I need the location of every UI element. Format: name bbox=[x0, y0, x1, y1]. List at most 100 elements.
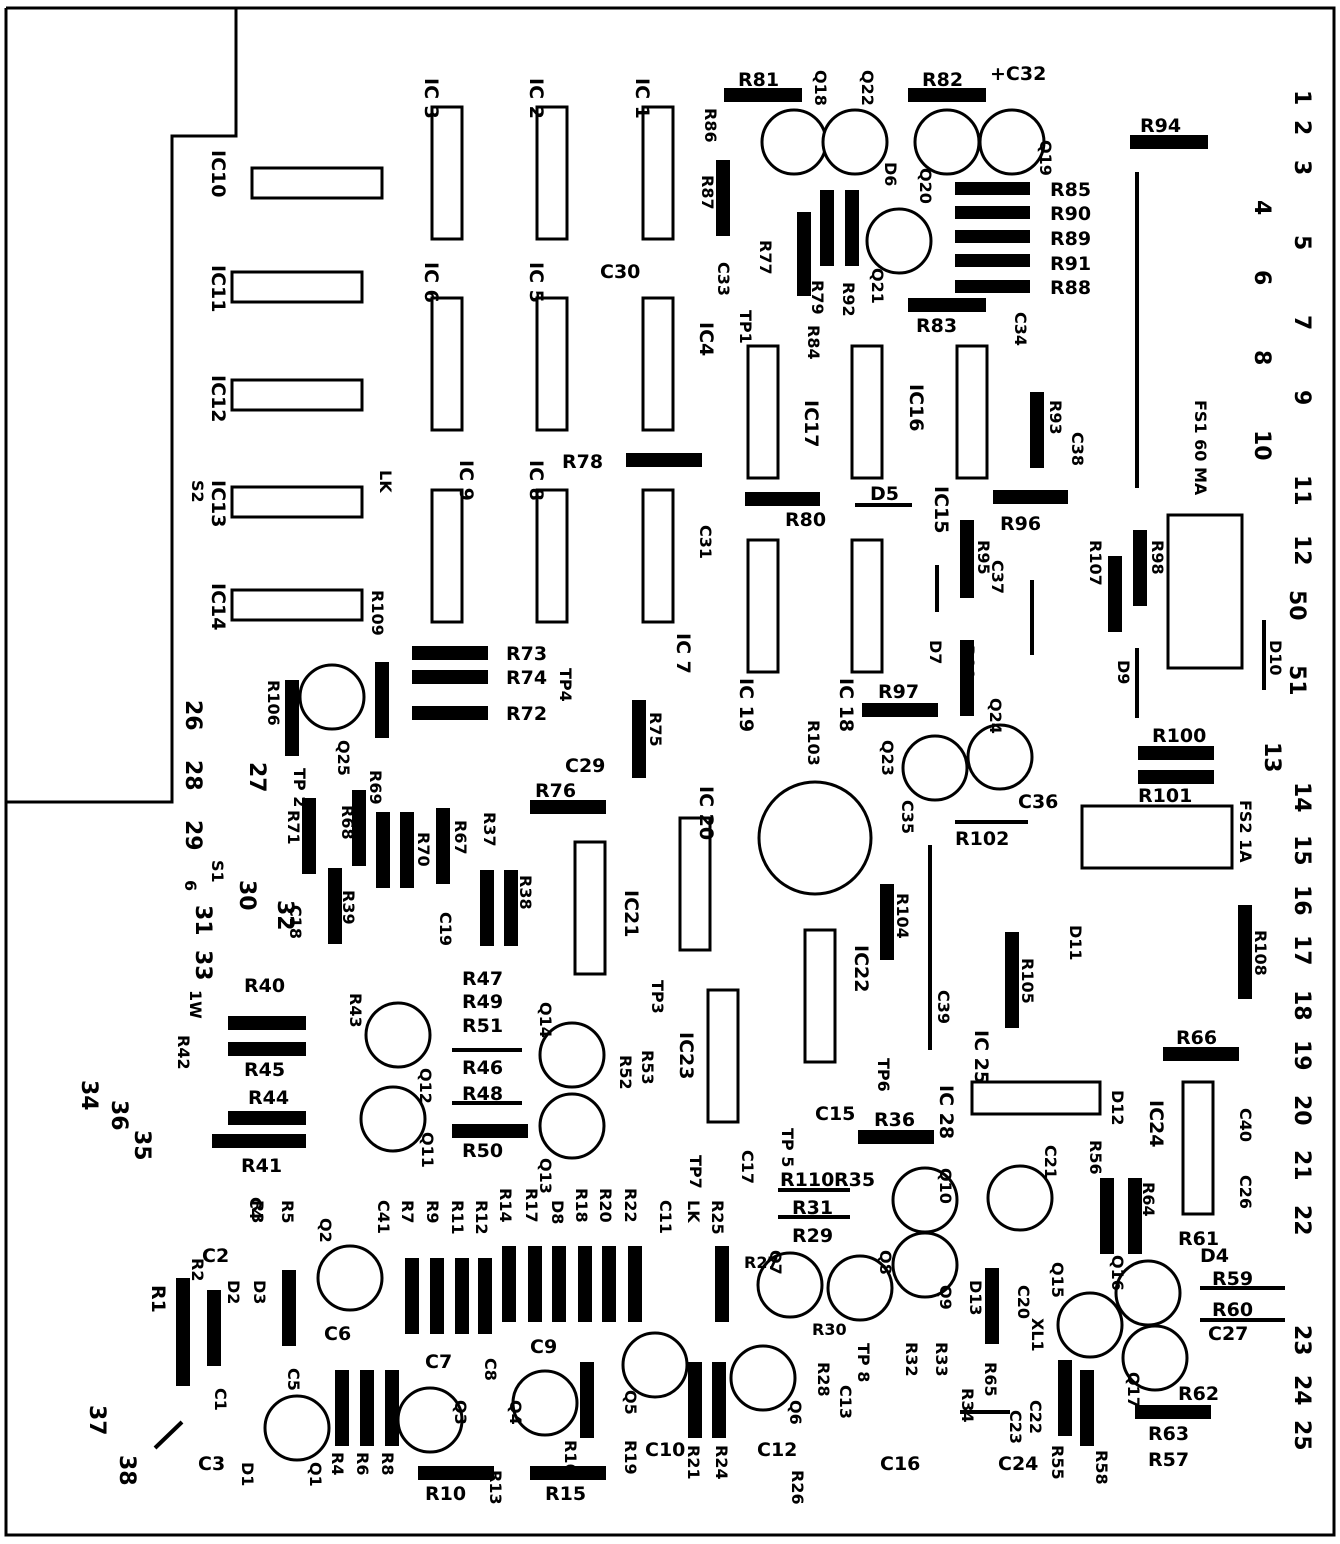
d13-bar bbox=[985, 1268, 999, 1344]
q1-can bbox=[263, 1394, 331, 1462]
transistor-cans bbox=[263, 108, 1189, 1462]
cap-label: C13 bbox=[836, 1385, 855, 1419]
res-label: R74 bbox=[506, 667, 547, 689]
res-label: R61 bbox=[1178, 1228, 1219, 1250]
cap-label: C24 bbox=[998, 1453, 1038, 1475]
edge-num: 10 bbox=[1249, 430, 1274, 461]
r103-can bbox=[757, 780, 873, 896]
r95-bar bbox=[960, 520, 974, 598]
res-label: R90 bbox=[1050, 203, 1091, 225]
q17-can bbox=[1121, 1324, 1189, 1392]
ic-label: IC 7 bbox=[672, 633, 694, 674]
q-label: Q19 bbox=[1036, 140, 1055, 176]
q21-can bbox=[865, 207, 933, 275]
q-label: Q20 bbox=[916, 168, 935, 204]
q13-can bbox=[538, 1092, 606, 1160]
edge-num: 12 bbox=[1289, 535, 1314, 566]
res-label: R34 bbox=[958, 1388, 977, 1423]
fs1-holder bbox=[1166, 513, 1244, 670]
res-label: R63 bbox=[1148, 1423, 1189, 1445]
q15-can bbox=[1056, 1291, 1124, 1359]
left-num: 33 bbox=[190, 950, 215, 981]
d-label: D6 bbox=[881, 162, 900, 186]
ic-label: IC23 bbox=[675, 1032, 697, 1079]
cap-label: C38 bbox=[1068, 432, 1087, 466]
d-label: D5 bbox=[870, 483, 899, 505]
ic19-body bbox=[746, 538, 780, 674]
r73-bar bbox=[412, 646, 488, 660]
c21-can bbox=[986, 1164, 1054, 1232]
res-label: R20 bbox=[596, 1188, 615, 1223]
ic-label: IC 2 bbox=[525, 78, 547, 119]
r36-bar bbox=[858, 1130, 934, 1144]
left-num: 30 bbox=[234, 880, 259, 911]
res-label: R49 bbox=[462, 991, 503, 1013]
cap-label: C9 bbox=[530, 1336, 557, 1358]
r12-bar bbox=[478, 1258, 492, 1334]
res-label: R40 bbox=[244, 975, 285, 997]
q-label: Q2 bbox=[316, 1218, 335, 1243]
res-label: R32 bbox=[902, 1342, 921, 1377]
res-label: R64 bbox=[1139, 1182, 1158, 1217]
ic21-body bbox=[573, 840, 607, 976]
q-label: Q6 bbox=[786, 1400, 805, 1425]
q-label: Q10 bbox=[936, 1168, 955, 1204]
ic2-body bbox=[535, 105, 569, 241]
r9-bar bbox=[430, 1258, 444, 1334]
q7-can bbox=[756, 1251, 824, 1319]
res-label: R24 bbox=[712, 1445, 731, 1480]
r21-bar bbox=[688, 1362, 702, 1438]
r54-bar bbox=[1100, 1178, 1114, 1254]
ic-label: IC 19 bbox=[735, 678, 757, 732]
misc-label: TP 8 bbox=[854, 1343, 873, 1382]
d-label: D3 bbox=[250, 1280, 269, 1304]
edge-num: 15 bbox=[1289, 835, 1314, 866]
res-label: R79 bbox=[808, 280, 827, 315]
q2-can bbox=[316, 1244, 384, 1312]
ic15-body bbox=[955, 344, 989, 480]
d-label: D12 bbox=[1108, 1090, 1127, 1126]
ic9-body bbox=[430, 488, 464, 624]
res-label: R25 bbox=[708, 1200, 727, 1235]
r16-bar bbox=[580, 1362, 594, 1438]
cap-label: C23 bbox=[1006, 1410, 1025, 1444]
ic28-body bbox=[970, 1080, 1102, 1116]
r58-bar bbox=[1080, 1370, 1094, 1446]
d-label: D9 bbox=[1114, 660, 1133, 684]
res-label: R87 bbox=[698, 175, 717, 210]
res-label: R66 bbox=[1176, 1027, 1217, 1049]
ic-label: IC12 bbox=[207, 375, 229, 422]
cap-label: C7 bbox=[425, 1351, 452, 1373]
cap-label: C4 bbox=[246, 1197, 265, 1220]
r89-bar bbox=[955, 230, 1030, 243]
res-label: R45 bbox=[244, 1059, 285, 1081]
misc-label: 1W bbox=[186, 990, 205, 1019]
r77-bar bbox=[797, 212, 811, 296]
ic11-body bbox=[230, 270, 364, 304]
q9-can bbox=[891, 1231, 959, 1299]
r4-bar bbox=[335, 1370, 349, 1446]
q18-can bbox=[760, 108, 828, 176]
q-label: Q5 bbox=[621, 1390, 640, 1415]
res-label: R67 bbox=[451, 820, 470, 855]
edge-num: 2 bbox=[1289, 120, 1314, 135]
r104-bar bbox=[880, 884, 894, 960]
q-label: Q14 bbox=[536, 1002, 555, 1038]
left-num: 27 bbox=[244, 762, 269, 793]
res-label: R21 bbox=[684, 1445, 703, 1480]
r38-bar bbox=[504, 870, 518, 946]
res-label: R41 bbox=[241, 1155, 282, 1177]
r22-bar bbox=[602, 1246, 616, 1322]
misc-label: TP7 bbox=[686, 1155, 705, 1189]
r97-bar bbox=[862, 703, 938, 717]
res-label: R72 bbox=[506, 703, 547, 725]
ic-label: IC4 bbox=[695, 322, 717, 356]
d-label: D7 bbox=[926, 640, 945, 664]
left-num: 26 bbox=[180, 700, 205, 731]
misc-label: FS1 60 MA bbox=[1191, 400, 1210, 496]
d-label: D13 bbox=[966, 1280, 985, 1316]
res-label: R13 bbox=[486, 1470, 505, 1505]
res-label: R85 bbox=[1050, 179, 1091, 201]
r106-bar bbox=[285, 680, 299, 756]
res-label: R28 bbox=[814, 1362, 833, 1397]
